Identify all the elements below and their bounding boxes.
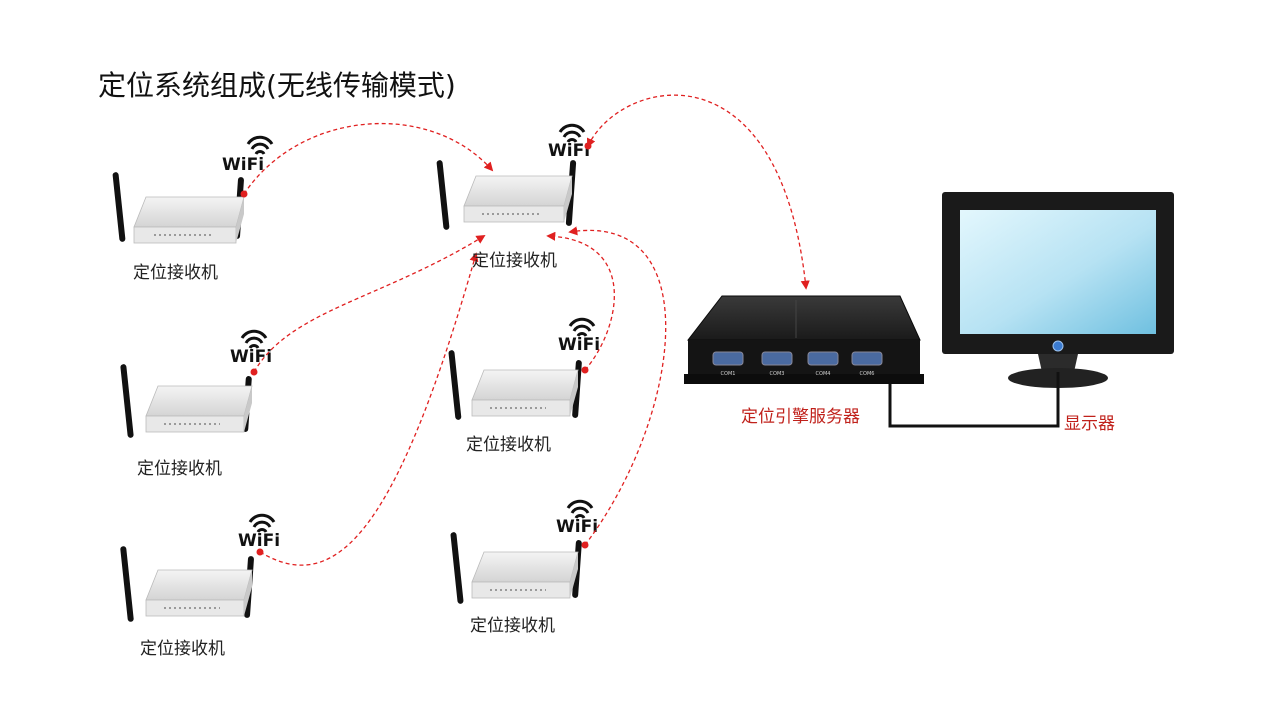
receiver-label: 定位接收机: [472, 251, 557, 271]
port-label: COM4: [816, 371, 831, 377]
link-receiver4-to-receiver2: [546, 231, 615, 371]
receiver-middle-left: WiFi: [120, 329, 272, 438]
wifi-label: WiFi: [558, 335, 600, 355]
monitor-label: 显示器: [1064, 414, 1115, 434]
receiver-label: 定位接收机: [140, 639, 225, 659]
receiver-middle-center: WiFi: [448, 317, 600, 420]
wifi-icon: WiFi: [222, 135, 274, 175]
link-endpoint-dot: [584, 142, 592, 150]
link-receiver2-to-server: [586, 94, 810, 290]
server-label: 定位引擎服务器: [741, 407, 860, 427]
receiver-device: [112, 172, 245, 244]
positioning-server: COM1 COM3 COM4 COM6: [684, 295, 924, 384]
receiver-bottom-center: WiFi: [450, 499, 598, 604]
link-receiver6-to-receiver2: [568, 226, 667, 546]
link-receiver5-to-receiver2: [259, 252, 479, 566]
link-endpoint-dot: [256, 548, 264, 556]
port-label: COM3: [770, 371, 785, 377]
receiver-device: [120, 364, 253, 438]
wifi-label: WiFi: [222, 155, 264, 175]
receiver-device: [120, 546, 254, 622]
link-endpoint-dot: [581, 366, 589, 374]
server-monitor-cable: [888, 372, 1060, 428]
receiver-bottom-left: WiFi: [120, 513, 280, 622]
display-monitor: [942, 192, 1174, 388]
link-receiver3-to-receiver2: [253, 235, 486, 373]
link-endpoint-dot: [250, 368, 258, 376]
wifi-label: WiFi: [230, 347, 272, 367]
port-label: COM1: [721, 371, 736, 377]
link-endpoint-dot: [581, 541, 589, 549]
receiver-top-center: WiFi: [436, 123, 590, 230]
wireless-links: [243, 94, 810, 566]
diagram-title: 定位系统组成(无线传输模式): [98, 69, 456, 102]
wifi-icon: WiFi: [556, 499, 598, 537]
link-endpoint-dot: [240, 190, 248, 198]
server-serial-ports: COM1 COM3 COM4 COM6: [712, 351, 883, 377]
wifi-icon: WiFi: [230, 329, 272, 367]
port-label: COM6: [860, 371, 875, 377]
wifi-label: WiFi: [548, 141, 590, 161]
receiver-label: 定位接收机: [137, 459, 222, 479]
receiver-label: 定位接收机: [466, 435, 551, 455]
receiver-device: [450, 532, 582, 604]
receiver-device: [436, 160, 577, 230]
receiver-device: [448, 350, 582, 420]
link-endpoints: [240, 142, 592, 556]
wifi-icon: WiFi: [548, 123, 590, 161]
wifi-icon: WiFi: [238, 513, 280, 551]
receiver-label: 定位接收机: [470, 616, 555, 636]
receiver-label: 定位接收机: [133, 263, 218, 283]
wifi-label: WiFi: [556, 517, 598, 537]
wifi-icon: WiFi: [558, 317, 600, 355]
receiver-top-left: WiFi: [112, 135, 274, 244]
link-receiver1-to-receiver2: [243, 123, 494, 195]
wifi-label: WiFi: [238, 531, 280, 551]
